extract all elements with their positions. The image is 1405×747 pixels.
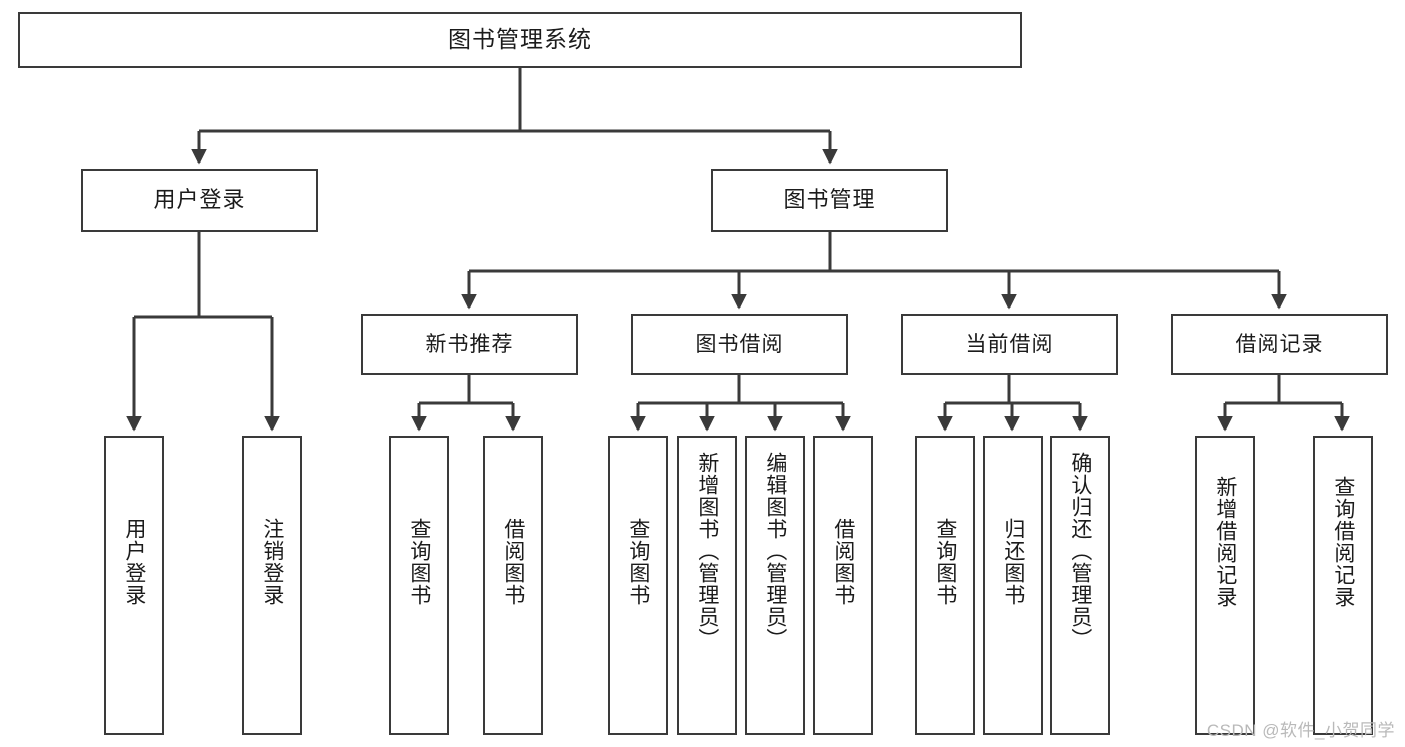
leaf-label: 归还图书 xyxy=(1001,518,1025,606)
leaf-label: 借阅图书 xyxy=(501,518,525,606)
leaf-new-book-query[interactable]: 查询图书 xyxy=(389,436,449,735)
node-root-label: 图书管理系统 xyxy=(448,26,592,53)
node-user-login-label: 用户登录 xyxy=(153,187,246,213)
node-current-borrow-label: 当前借阅 xyxy=(965,332,1054,356)
leaf-book-borrow-add[interactable]: 新增图书（管理员） xyxy=(677,436,737,735)
leaf-user-login-logout[interactable]: 注销登录 xyxy=(242,436,302,735)
node-new-book-recommend[interactable]: 新书推荐 xyxy=(361,314,578,375)
leaf-borrow-record-add[interactable]: 新增借阅记录 xyxy=(1195,436,1255,735)
leaf-label: 新增图书（管理员） xyxy=(695,452,719,650)
leaf-label: 查询图书 xyxy=(626,518,650,606)
leaf-label: 注销登录 xyxy=(260,518,284,606)
leaf-label: 编辑图书（管理员） xyxy=(763,452,787,650)
node-current-borrow[interactable]: 当前借阅 xyxy=(901,314,1118,375)
leaf-borrow-record-query[interactable]: 查询借阅记录 xyxy=(1313,436,1373,735)
leaf-current-borrow-confirm-return[interactable]: 确认归还（管理员） xyxy=(1050,436,1110,735)
node-root[interactable]: 图书管理系统 xyxy=(18,12,1022,68)
node-borrow-record[interactable]: 借阅记录 xyxy=(1171,314,1388,375)
leaf-book-borrow-query[interactable]: 查询图书 xyxy=(608,436,668,735)
leaf-label: 查询图书 xyxy=(933,518,957,606)
node-user-login[interactable]: 用户登录 xyxy=(81,169,318,232)
leaf-current-borrow-return[interactable]: 归还图书 xyxy=(983,436,1043,735)
leaf-new-book-borrow[interactable]: 借阅图书 xyxy=(483,436,543,735)
node-book-management-label: 图书管理 xyxy=(783,187,876,213)
leaf-book-borrow-borrow[interactable]: 借阅图书 xyxy=(813,436,873,735)
leaf-label: 查询借阅记录 xyxy=(1331,476,1355,608)
node-new-book-recommend-label: 新书推荐 xyxy=(425,332,514,356)
leaf-label: 查询图书 xyxy=(407,518,431,606)
watermark: CSDN @软件_小贺同学 xyxy=(1206,721,1395,740)
leaf-label: 用户登录 xyxy=(122,518,146,606)
leaf-label: 确认归还（管理员） xyxy=(1068,452,1092,650)
leaf-book-borrow-edit[interactable]: 编辑图书（管理员） xyxy=(745,436,805,735)
node-book-borrow-label: 图书借阅 xyxy=(695,332,784,356)
leaf-user-login-login[interactable]: 用户登录 xyxy=(104,436,164,735)
leaf-label: 新增借阅记录 xyxy=(1213,476,1237,608)
leaf-current-borrow-query[interactable]: 查询图书 xyxy=(915,436,975,735)
node-book-management[interactable]: 图书管理 xyxy=(711,169,948,232)
leaf-label: 借阅图书 xyxy=(831,518,855,606)
node-borrow-record-label: 借阅记录 xyxy=(1235,332,1324,356)
node-book-borrow[interactable]: 图书借阅 xyxy=(631,314,848,375)
